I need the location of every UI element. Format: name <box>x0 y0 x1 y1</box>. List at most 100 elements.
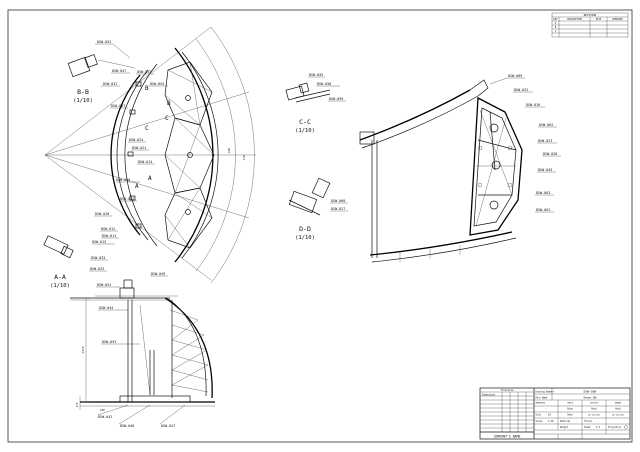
dimension-r-mid: R67 <box>227 148 231 154</box>
callout-l13: DSW-012 <box>101 227 115 231</box>
callout-r8: DSW-063 <box>536 191 550 195</box>
callout-c2: DSW-058 <box>317 82 331 86</box>
section-aa-view: 2415 475 180 <box>70 279 215 412</box>
callout-l11: DSW-017 <box>120 197 134 201</box>
view-dd-title: D-D <box>299 225 311 233</box>
callout-l16: DSW-033 <box>91 256 105 260</box>
callout-l10: DSW-050 <box>116 178 130 182</box>
finish-label: Finish <box>584 420 593 423</box>
sheet-border <box>7 9 633 443</box>
callout-l12: DSW-020 <box>95 212 109 216</box>
dimension-h-base: 180 <box>100 408 105 412</box>
callout-l17: DSW-025 <box>90 267 104 271</box>
section-cc-view: DSW-055 DSW-058 DSW-059 <box>285 73 346 103</box>
revision-header-date: DATE <box>596 18 602 21</box>
weight-label: Weight <box>560 426 569 429</box>
revision-table: REVISION REV DESCRIPTION DATE APPROVED A… <box>551 12 629 38</box>
title-block: Tolerance Dimensions COMPANY'S NAME Draw… <box>479 387 631 440</box>
scale-value: 1/10 <box>548 420 554 423</box>
date-value-1: 21/12/2021 <box>588 415 601 417</box>
revision-header-approved: APPROVED <box>612 18 623 21</box>
view-aa-title: A-A <box>54 273 66 281</box>
size-value: A3 <box>548 414 551 417</box>
callout-l1: DSW-052 <box>97 40 111 44</box>
callout-c3: DSW-059 <box>329 97 343 101</box>
callout-d1: DSW-060 <box>331 199 345 203</box>
section-mark-c1: C <box>145 125 149 132</box>
view-titles: B-B (1/10) C-C (1/10) D-D (1/10) A-A (1/… <box>50 88 315 289</box>
callout-r3: DSW-016 <box>526 103 540 107</box>
date-label: Date <box>567 414 573 417</box>
revision-row-a: A <box>555 22 557 25</box>
approved-by: - <box>545 408 546 411</box>
drawing-number-value: DSW-000 <box>584 390 597 394</box>
date-value-2: 21/12/2021 <box>612 415 625 417</box>
callout-r6: DSW-028 <box>543 152 557 156</box>
material-label: Material <box>560 420 571 423</box>
section-aa-callouts: DSW-049 DSW-041 DSW-044 DSW-053 DSW-042 … <box>96 272 186 428</box>
drawn-by: Hyuk <box>615 408 621 411</box>
projection-symbol-icon <box>624 425 628 429</box>
callout-r7: DSW-045 <box>538 168 552 172</box>
callout-l3: DSW-031 <box>103 82 117 86</box>
view-cc-scale: (1/10) <box>295 128 315 134</box>
dimension-h-total: 2415 <box>81 346 85 353</box>
callout-e4: DSW-053 <box>102 340 116 344</box>
callout-l14: DSW-011 <box>102 234 116 238</box>
plan-callouts: DSW-052 DSW-047 DSW-031 DSW-054 DSW-053 … <box>89 40 168 272</box>
callout-e1: DSW-049 <box>151 272 165 276</box>
revision-title: REVISION <box>584 13 597 17</box>
view-dd-scale: (1/10) <box>295 235 315 241</box>
finish-value: - <box>598 420 599 423</box>
callout-l9: DSW-014 <box>138 160 152 164</box>
section-mark-b2: B <box>167 100 171 107</box>
callout-l2: DSW-047 <box>112 69 126 73</box>
size-label: Size <box>536 414 542 417</box>
material-value: - <box>576 420 577 423</box>
revision-row-c: C <box>555 30 557 33</box>
callout-e2: DSW-041 <box>97 283 111 287</box>
projection-label: Projection <box>608 426 622 429</box>
part-name-label: Part Name <box>536 396 549 399</box>
tolerance-dimensions-label: Dimensions <box>482 393 496 396</box>
view-bb-scale: (1/10) <box>73 98 93 104</box>
callout-r1: DSW-009 <box>508 74 522 78</box>
design-by: Hyuk <box>591 408 597 411</box>
callout-l7: DSW-024 <box>129 138 143 142</box>
view-aa-scale: (1/10) <box>50 283 70 289</box>
revision-header-description: DESCRIPTION <box>567 18 582 21</box>
part-name-value: Dome_SW <box>584 396 597 400</box>
callout-c1: DSW-055 <box>309 73 323 77</box>
section-mark-a2: A <box>148 175 152 182</box>
callout-l8: DSW-021 <box>132 146 146 150</box>
callout-l5: DSW-053 <box>137 70 151 74</box>
view-bb-title: B-B <box>77 88 89 96</box>
callout-r4: DSW-062 <box>539 123 553 127</box>
callout-d2: DSW-027 <box>331 207 345 211</box>
view-cc-title: C-C <box>299 118 311 126</box>
sheet-value: 1/1 <box>596 426 601 429</box>
revision-row-b: B <box>555 26 557 29</box>
callout-l4: DSW-054 <box>150 82 164 86</box>
dimension-r-outer: R71 <box>242 155 246 161</box>
section-mark-b1: B <box>145 85 149 92</box>
isometric-callouts: DSW-009 DSW-022 DSW-016 DSW-062 DSW-023 … <box>489 74 561 213</box>
drawing-number-label: Drawing Number <box>536 390 555 393</box>
approved-label: APPROVED <box>536 402 546 405</box>
section-dd-view: DSW-060 DSW-027 <box>288 177 348 216</box>
callout-e7: DSW-047 <box>161 424 175 428</box>
callout-r2: DSW-022 <box>514 88 528 92</box>
design-label: DESIGN <box>590 403 598 405</box>
plan-view: B B C C A A R71 R67 <box>43 26 256 284</box>
callout-r9: DSW-061 <box>536 208 550 212</box>
callout-l6: DSW-057 <box>111 104 125 108</box>
callout-r5: DSW-023 <box>538 139 552 143</box>
tolerance-title: Tolerance <box>501 389 515 392</box>
company-name: COMPANY'S NAME <box>494 435 521 439</box>
callout-e6: DSW-046 <box>120 424 134 428</box>
callout-l15: DSW-015 <box>92 240 106 244</box>
isometric-view <box>359 79 523 263</box>
dimension-h-small: 475 <box>75 402 79 407</box>
section-mark-c2: C <box>165 115 169 122</box>
